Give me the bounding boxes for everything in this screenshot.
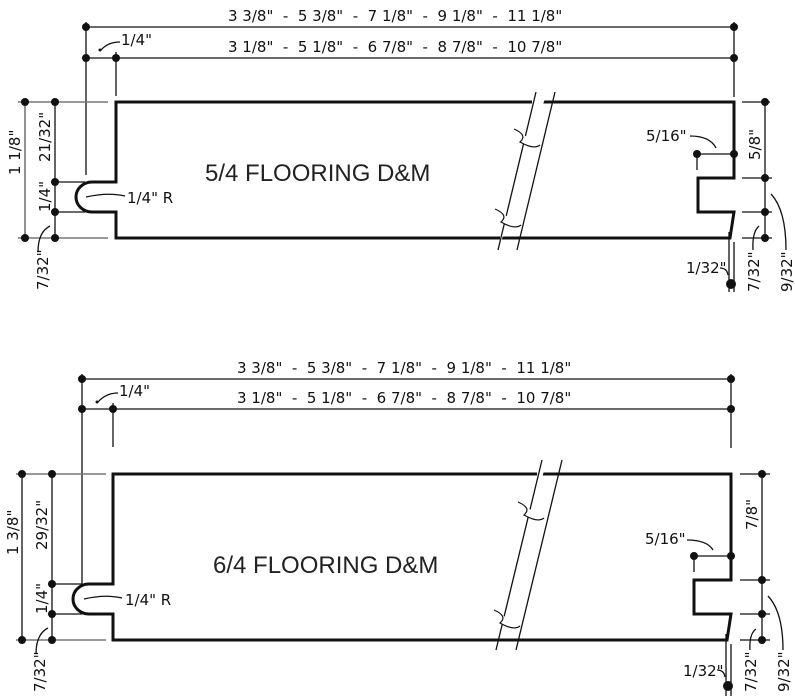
groove-radius-label: 1/4" R — [127, 189, 173, 207]
break-mark-icon — [113, 459, 731, 651]
dim-dot — [48, 610, 56, 618]
dim-dot — [730, 23, 738, 31]
drawing-title: 6/4 FLOORING D&M — [213, 552, 438, 579]
drawing-title: 5/4 FLOORING D&M — [205, 160, 430, 187]
dim-dot — [18, 636, 26, 644]
dim-dot — [82, 54, 90, 62]
dim-dot — [758, 636, 766, 644]
board-profile — [71, 472, 733, 642]
dim-dot — [693, 150, 701, 158]
leader-arrow — [719, 267, 729, 276]
nominal-widths-label: 3 3/8" - 5 3/8" - 7 1/8" - 9 1/8" - 11 1… — [237, 359, 571, 377]
bottom-relief-label: 7/32" — [34, 249, 52, 290]
back-bevel-label: 1/32" — [686, 259, 727, 277]
dim-dot — [78, 405, 86, 413]
tongue-depth-label: 5/16" — [645, 530, 686, 548]
top-to-groove-label: 21/32" — [36, 112, 54, 162]
dim-dot — [690, 552, 698, 560]
dim-dot — [51, 178, 59, 186]
overall-thickness-label: 1 1/8" — [6, 130, 24, 175]
face-widths-label: 3 1/8" - 5 1/8" - 6 7/8" - 8 7/8" - 10 7… — [237, 389, 571, 407]
dim-dot — [727, 405, 735, 413]
leader-dot — [95, 400, 99, 404]
dim-dot — [727, 375, 735, 383]
groove-radius-label: 1/4" R — [125, 591, 171, 609]
dim-dot — [761, 234, 769, 242]
back-bevel-label: 1/32" — [683, 662, 724, 680]
leader-dot — [98, 48, 102, 52]
dim-dot — [726, 279, 736, 289]
leader-arrow — [85, 193, 126, 198]
dim-dot — [730, 54, 738, 62]
dim-dot — [761, 208, 769, 216]
drawing-6-4-flooring: 3 3/8" - 5 3/8" - 7 1/8" - 9 1/8" - 11 1… — [4, 359, 793, 696]
dim-dot — [727, 552, 735, 560]
top-to-tongue-label: 7/8" — [743, 499, 761, 530]
top-to-tongue-label: 5/8" — [746, 129, 764, 160]
dim-dot — [48, 580, 56, 588]
dim-dot — [758, 576, 766, 584]
dim-dot — [761, 174, 769, 182]
dim-dot — [730, 150, 738, 158]
tongue-depth-label: 5/16" — [646, 127, 687, 145]
dim-dot — [723, 681, 733, 691]
dim-dot — [18, 470, 26, 478]
leader-arrow — [716, 669, 726, 678]
dim-dot — [51, 208, 59, 216]
board-profile — [74, 100, 736, 240]
leader-arrow — [83, 595, 123, 600]
leader-arrow — [752, 225, 760, 251]
dim-dot — [758, 470, 766, 478]
leader-arrow — [689, 135, 717, 149]
overall-thickness-label: 1 3/8" — [4, 510, 22, 555]
leader-arrow — [749, 628, 757, 651]
dim-dot — [112, 54, 120, 62]
dim-dot — [48, 636, 56, 644]
tongue-bottom-overall-label: 9/32" — [778, 251, 795, 292]
dim-dot — [761, 98, 769, 106]
groove-height-label: 1/4" — [33, 583, 51, 614]
dim-dot — [51, 98, 59, 106]
dim-dot — [758, 610, 766, 618]
tongue-offset-label: 1/4" — [119, 382, 150, 400]
dim-dot — [51, 234, 59, 242]
leader-arrow — [35, 627, 49, 655]
dim-dot — [82, 23, 90, 31]
bottom-relief-label: 7/32" — [31, 651, 49, 692]
leader-arrow — [770, 193, 787, 251]
tongue-bottom-relief-label: 7/32" — [742, 651, 760, 692]
leader-arrow — [97, 392, 119, 403]
dim-dot — [48, 470, 56, 478]
tongue-bottom-overall-label: 9/32" — [775, 651, 793, 692]
leader-arrow — [767, 595, 784, 651]
dim-dot — [21, 234, 29, 242]
leader-arrow — [37, 225, 51, 253]
leader-arrow — [100, 41, 121, 51]
nominal-widths-label: 3 3/8" - 5 3/8" - 7 1/8" - 9 1/8" - 11 1… — [228, 7, 562, 25]
groove-height-label: 1/4" — [36, 181, 54, 212]
dim-dot — [78, 375, 86, 383]
top-to-groove-label: 29/32" — [33, 500, 51, 550]
leader-arrow — [686, 539, 714, 551]
tongue-bottom-relief-label: 7/32" — [745, 251, 763, 292]
tongue-offset-label: 1/4" — [121, 31, 152, 49]
drawing-5-4-flooring: 3 3/8" - 5 3/8" - 7 1/8" - 9 1/8" - 11 1… — [6, 7, 795, 292]
dim-dot — [21, 98, 29, 106]
break-mark-icon — [116, 91, 734, 251]
dim-dot — [109, 405, 117, 413]
face-widths-label: 3 1/8" - 5 1/8" - 6 7/8" - 8 7/8" - 10 7… — [228, 38, 562, 56]
